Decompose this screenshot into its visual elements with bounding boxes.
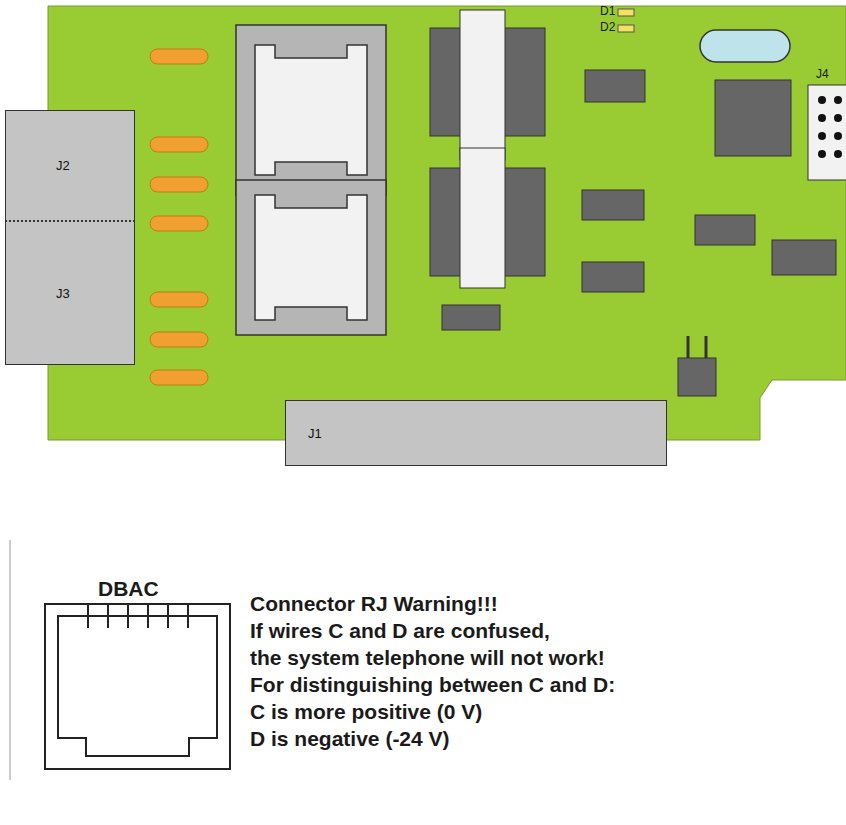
connector-label: J3 [56,286,70,301]
warning-text: For distinguishing between C and D: [250,673,615,697]
circuit-board [48,6,846,440]
rj-jack [236,25,386,335]
warning-text: Connector RJ Warning!!! [250,592,498,616]
chip [442,70,836,330]
warning-text: D is negative (-24 V) [250,727,450,751]
connector-box: J1 [285,400,667,466]
connector-box: J2 [5,110,135,222]
separator-line [10,540,11,780]
solder-pads [150,49,208,385]
connector-box: J3 [5,222,135,365]
connector-label: J1 [308,426,322,441]
pin-names: DBAC [98,577,159,601]
warning-text: the system telephone will not work! [250,646,605,670]
warning-text: C is more positive (0 V) [250,700,482,724]
led [618,9,634,32]
crystal [700,30,790,62]
connector-label: J2 [56,158,70,173]
jumper [678,336,716,396]
pin-header [808,85,846,180]
led-label: D1 [600,4,615,18]
warning-text: If wires C and D are confused, [250,619,550,643]
transformer [430,10,545,288]
connector-label: J4 [816,67,829,81]
rj-connector-outline [45,604,230,769]
led-label: D2 [600,20,615,34]
